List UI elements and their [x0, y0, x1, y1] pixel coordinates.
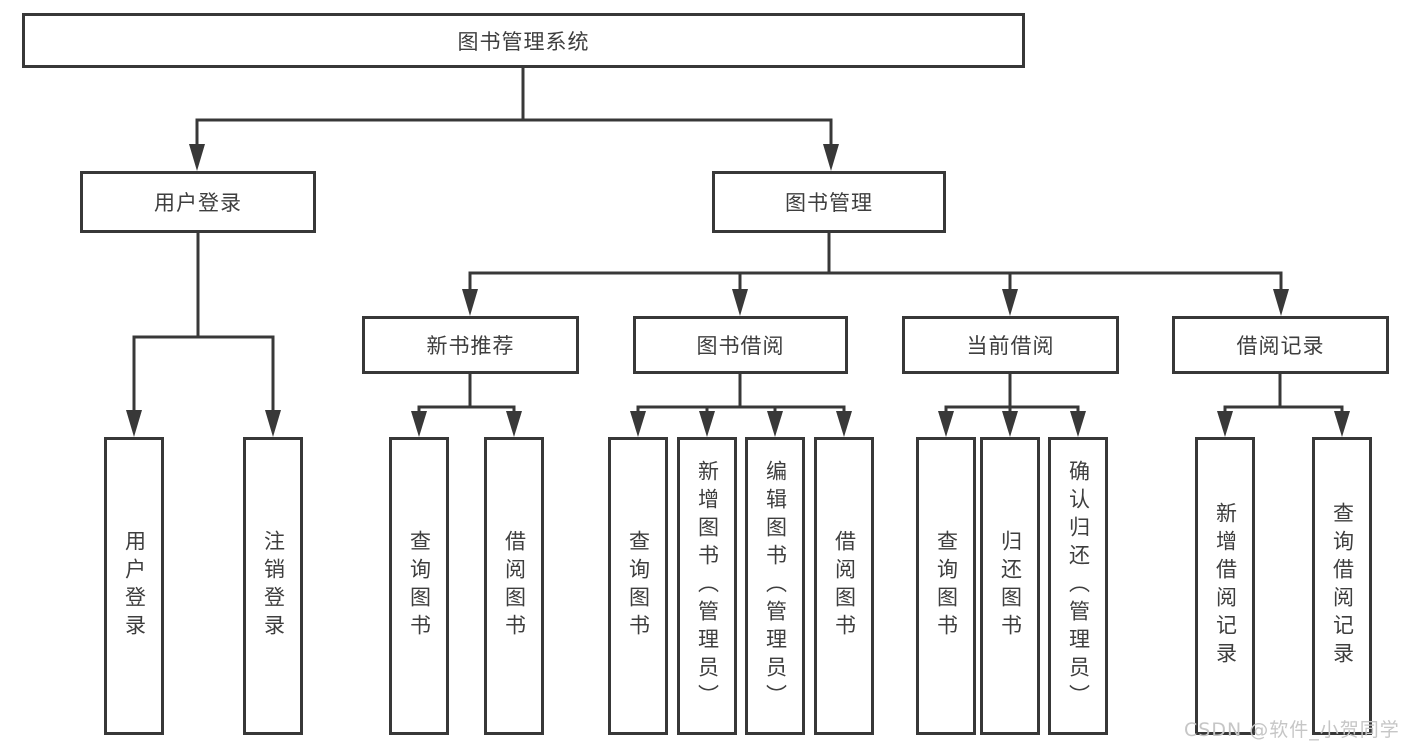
node-label: 图书管理系统 — [457, 29, 590, 54]
node-label: 注销登录 — [261, 530, 286, 642]
node-leaf-return-book: 归还图书 — [980, 437, 1040, 735]
node-label: 查询图书 — [934, 530, 959, 642]
node-leaf-query-book-2: 查询图书 — [608, 437, 668, 735]
node-label: 图书借阅 — [696, 334, 785, 358]
node-label: 借阅图书 — [502, 530, 527, 642]
node-borrow-record: 借阅记录 — [1172, 316, 1389, 374]
node-label: 新增借阅记录 — [1213, 502, 1238, 670]
node-label: 编辑图书（管理员） — [763, 460, 788, 712]
node-current-borrow: 当前借阅 — [902, 316, 1119, 374]
node-label: 查询图书 — [407, 530, 432, 642]
node-book-management: 图书管理 — [712, 171, 946, 233]
node-label: 确认归还（管理员） — [1066, 460, 1091, 712]
node-label: 借阅图书 — [832, 530, 857, 642]
node-label: 图书管理 — [785, 191, 873, 215]
node-label: 借阅记录 — [1236, 334, 1325, 358]
node-label: 用户登录 — [154, 191, 242, 215]
node-label: 当前借阅 — [966, 334, 1055, 358]
node-leaf-borrow-book-1: 借阅图书 — [484, 437, 544, 735]
connector-user-login-to-leaves — [126, 233, 281, 437]
connector-current-borrow-to-leaves — [938, 374, 1086, 437]
node-label: 归还图书 — [998, 530, 1023, 642]
connector-borrow-record-to-leaves — [1217, 374, 1350, 437]
connector-new-book-to-leaves — [411, 374, 522, 437]
node-user-login: 用户登录 — [80, 171, 316, 233]
node-label: 查询图书 — [626, 530, 651, 642]
node-book-borrow: 图书借阅 — [633, 316, 848, 374]
node-leaf-add-book-admin: 新增图书（管理员） — [677, 437, 737, 735]
node-leaf-query-book-1: 查询图书 — [389, 437, 449, 735]
connector-root-to-level2 — [189, 68, 839, 171]
node-leaf-query-borrow-record: 查询借阅记录 — [1312, 437, 1372, 735]
node-label: 用户登录 — [122, 530, 147, 642]
connector-book-mgmt-to-level3 — [462, 233, 1289, 316]
csdn-watermark: CSDN @软件_小贺同学 — [1184, 719, 1400, 741]
node-root-system: 图书管理系统 — [22, 13, 1025, 68]
node-leaf-add-borrow-record: 新增借阅记录 — [1195, 437, 1255, 735]
node-leaf-borrow-book-2: 借阅图书 — [814, 437, 874, 735]
node-leaf-user-login: 用户登录 — [104, 437, 164, 735]
node-leaf-edit-book-admin: 编辑图书（管理员） — [745, 437, 805, 735]
node-label: 查询借阅记录 — [1330, 502, 1355, 670]
connector-book-borrow-to-leaves — [630, 374, 852, 437]
node-leaf-query-book-3: 查询图书 — [916, 437, 976, 735]
node-label: 新书推荐 — [426, 334, 515, 358]
node-label: 新增图书（管理员） — [695, 460, 720, 712]
node-leaf-logout: 注销登录 — [243, 437, 303, 735]
node-new-book-recommend: 新书推荐 — [362, 316, 579, 374]
node-leaf-confirm-return-admin: 确认归还（管理员） — [1048, 437, 1108, 735]
